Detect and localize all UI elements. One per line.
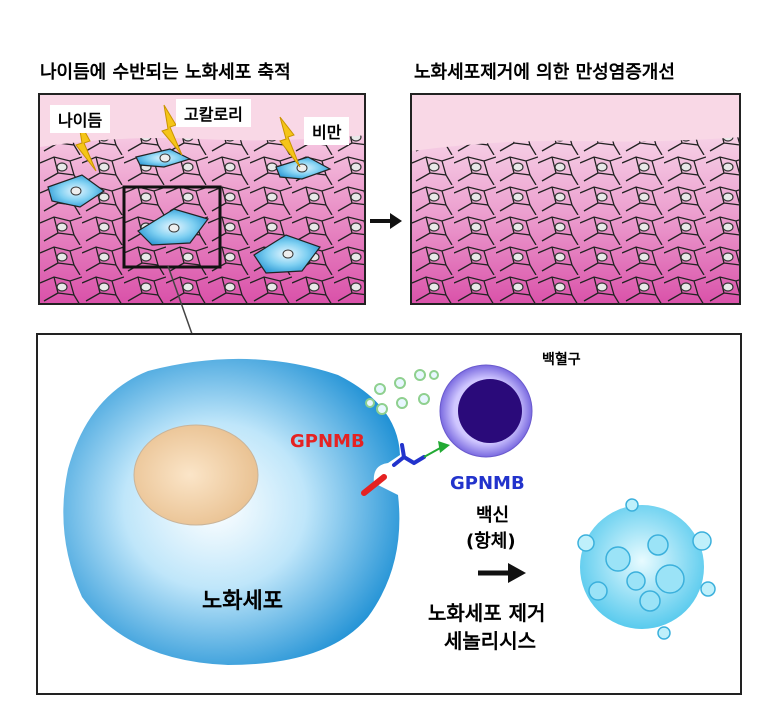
leukocyte-nucleus: [458, 379, 522, 443]
gpnmb-protein: [361, 474, 387, 496]
arrow-right-icon: [508, 563, 526, 583]
senescent-cell-label: 노화세포: [202, 589, 283, 614]
mechanism-detail-panel: GPNMB GPNMB 백혈구 백신 (항체) 노화세포 노화세포 제거 세놀리…: [36, 333, 742, 695]
senescent-removal-label: 노화세포 제거: [428, 601, 546, 625]
green-arrow-icon: [438, 441, 450, 453]
mechanism-illustration: [63, 358, 716, 665]
antibody-label: (항체): [466, 531, 516, 552]
antibody-icon: [392, 443, 426, 467]
right-panel-title: 노화세포제거에 의한 만성염증개선: [414, 62, 675, 83]
secretion-dots: [365, 369, 439, 415]
cell-nucleus: [133, 424, 259, 526]
arrow-right-icon: [390, 213, 402, 229]
lysed-cell: [577, 498, 716, 640]
left-panel-title: 나이듬에 수반되는 노화세포 축적: [40, 62, 291, 83]
factor-aging-label: 나이듬: [50, 105, 111, 133]
factor-obesity-label: 비만: [304, 117, 350, 145]
leukocyte-label: 백혈구: [542, 352, 581, 368]
gpnmb-leukocyte-label: GPNMB: [450, 473, 525, 494]
factor-high-calorie-label: 고칼로리: [176, 99, 251, 127]
healthy-tissue-illustration: [412, 95, 739, 303]
lightning-icon: [279, 116, 301, 168]
improved-tissue-panel: [410, 93, 741, 305]
aging-tissue-panel: 나이듬 고칼로리 비만: [38, 93, 366, 305]
vaccine-label: 백신: [476, 505, 510, 526]
senolysis-label: 세놀리시스: [444, 629, 536, 653]
gpnmb-senescent-label: GPNMB: [290, 431, 365, 452]
